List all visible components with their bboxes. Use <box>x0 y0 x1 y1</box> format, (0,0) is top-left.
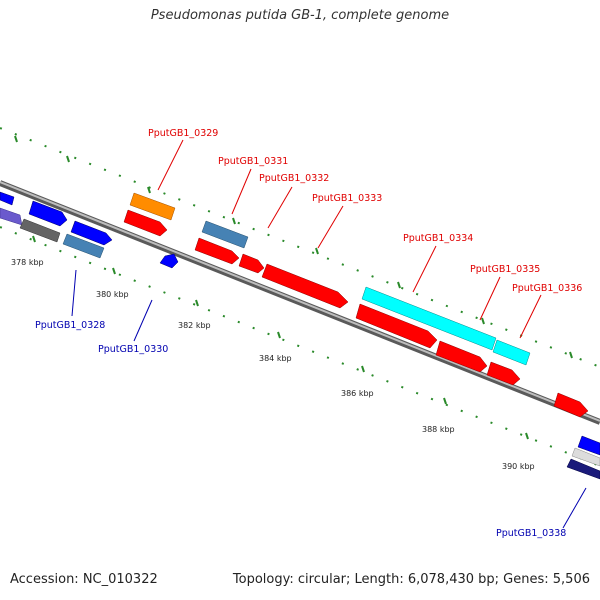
gene-arrow-cyan-0334[interactable] <box>361 286 497 351</box>
gene-label-0331: PputGB1_0331 <box>218 156 288 167</box>
gene-label-0335: PputGB1_0335 <box>470 264 540 275</box>
gene-arrow-red-0332[interactable] <box>238 253 265 274</box>
gene-label-0332: PputGB1_0332 <box>259 173 329 184</box>
gene-label-0338: PputGB1_0338 <box>496 528 566 539</box>
kbp-label-382: 382 kbp <box>178 321 211 330</box>
gene-arrow-blue[interactable] <box>0 191 15 206</box>
gene-arrow-gray[interactable] <box>19 218 61 243</box>
gene-label-0336: PputGB1_0336 <box>512 283 582 294</box>
gene-arrow-red[interactable] <box>435 340 488 373</box>
label-leaders-top <box>157 139 542 339</box>
gene-arrow-red[interactable] <box>553 392 589 418</box>
kbp-label-390: 390 kbp <box>502 462 535 471</box>
accession-text: Accession: NC_010322 <box>10 572 158 587</box>
gene-arrow-red-0336[interactable] <box>486 361 521 386</box>
gene-label-0334: PputGB1_0334 <box>403 233 473 244</box>
label-leaders-bottom <box>71 269 587 529</box>
gene-arrow-red[interactable] <box>194 237 240 265</box>
kbp-label-384: 384 kbp <box>259 354 292 363</box>
gene-arrow-red-0333[interactable] <box>261 263 349 309</box>
gene-arrow-silver[interactable] <box>571 447 600 467</box>
gene-arrow-navy-0338[interactable] <box>566 458 600 480</box>
gene-label-0328: PputGB1_0328 <box>35 320 105 331</box>
gene-label-0333: PputGB1_0333 <box>312 193 382 204</box>
genome-backbone <box>0 180 600 425</box>
topology-text: Topology: circular; Length: 6,078,430 bp… <box>232 572 590 587</box>
genome-title: Pseudomonas putida GB-1, complete genome <box>150 8 450 23</box>
gene-arrow-blue[interactable] <box>28 200 68 227</box>
major-ticks <box>14 135 573 440</box>
gene-arrow-blue-0330[interactable] <box>159 253 179 269</box>
gene-arrow-red[interactable] <box>355 303 438 349</box>
gene-arrow-orange-0329[interactable] <box>129 192 176 221</box>
gene-arrow-steelblue-0331[interactable] <box>201 220 249 249</box>
kbp-label-388: 388 kbp <box>422 425 455 434</box>
kbp-label-386: 386 kbp <box>341 389 374 398</box>
gene-arrow-blue[interactable] <box>577 435 600 456</box>
gene-arrow-blue[interactable] <box>70 220 113 246</box>
gene-label-0329: PputGB1_0329 <box>148 128 218 139</box>
gene-label-0330: PputGB1_0330 <box>98 344 168 355</box>
gene-arrow-steelblue-0328[interactable] <box>62 233 105 259</box>
kbp-label-380: 380 kbp <box>96 290 129 299</box>
gene-arrow-red[interactable] <box>123 209 168 237</box>
gene-arrow-cyan-0335[interactable] <box>492 339 531 366</box>
kbp-label-378: 378 kbp <box>11 258 44 267</box>
gene-arrow-slate[interactable] <box>0 207 23 226</box>
